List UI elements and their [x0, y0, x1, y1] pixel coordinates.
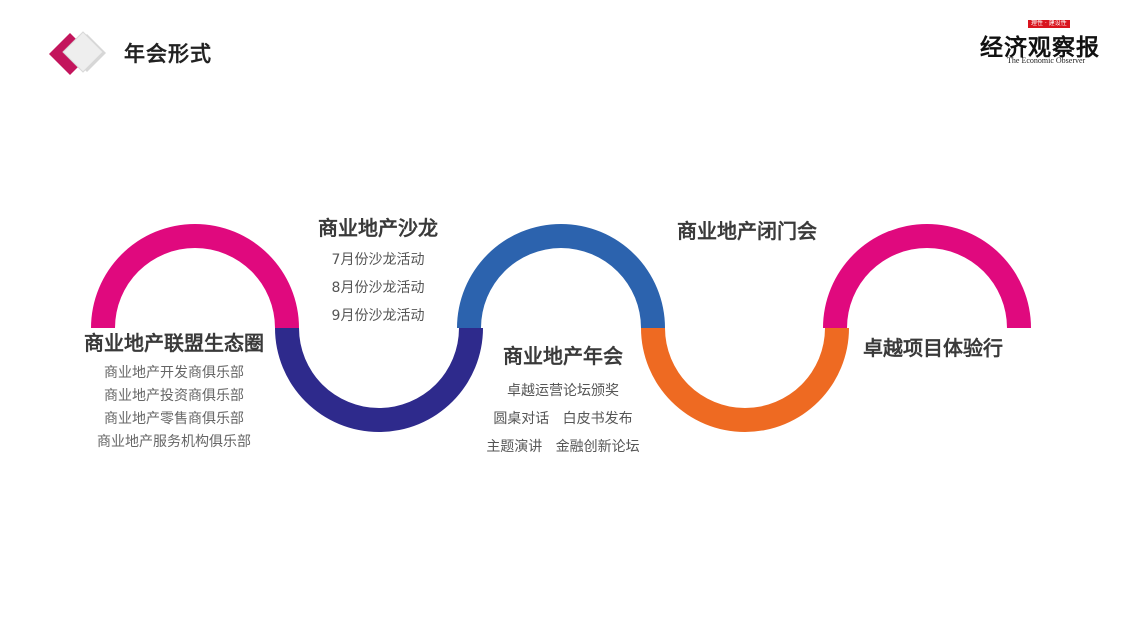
stage-title: 商业地产联盟生态圈 [84, 331, 264, 355]
stage-item: 7月份沙龙活动 [331, 252, 425, 268]
stage-title: 卓越项目体验行 [863, 336, 1003, 360]
stage-closed-door: 商业地产闭门会 [660, 218, 834, 244]
wave-arc-magenta-1 [91, 224, 299, 328]
stage-project-tour: 卓越项目体验行 [846, 335, 1020, 361]
stage-item: 9月份沙龙活动 [331, 308, 425, 324]
stage-ecosystem: 商业地产联盟生态圈 商业地产开发商俱乐部 商业地产投资商俱乐部 商业地产零售商俱… [62, 330, 286, 454]
stage-item: 圆桌对话 白皮书发布 [493, 411, 633, 427]
wave-arc-orange [641, 328, 849, 432]
stage-item: 卓越运营论坛颁奖 [507, 383, 619, 399]
stage-salon: 商业地产沙龙 7月份沙龙活动 8月份沙龙活动 9月份沙龙活动 [298, 215, 458, 330]
stage-item: 8月份沙龙活动 [331, 280, 425, 296]
stage-annual-meeting: 商业地产年会 卓越运营论坛颁奖 圆桌对话 白皮书发布 主题演讲 金融创新论坛 [472, 343, 654, 461]
economic-observer-logo: 理性 · 建设性 经济观察报 The Economic Observer [980, 20, 1105, 68]
stage-title: 商业地产沙龙 [318, 216, 438, 240]
stage-item: 主题演讲 金融创新论坛 [486, 439, 640, 455]
wave-arc-magenta-2 [823, 224, 1031, 328]
stage-item: 商业地产服务机构俱乐部 [97, 434, 251, 450]
stage-title: 商业地产闭门会 [677, 219, 817, 243]
logo-badge: 理性 · 建设性 [1028, 20, 1070, 28]
stage-item: 商业地产投资商俱乐部 [104, 388, 244, 404]
logo-subtitle: The Economic Observer [1007, 56, 1086, 65]
wave-arc-blue [457, 224, 665, 328]
page-title: 年会形式 [124, 42, 212, 66]
logo-name: 经济观察报 [980, 34, 1100, 61]
wave-arc-navy [275, 328, 483, 432]
stage-title: 商业地产年会 [503, 344, 623, 368]
stage-item: 商业地产零售商俱乐部 [104, 411, 244, 427]
stage-item: 商业地产开发商俱乐部 [104, 365, 244, 381]
diamond-logo-icon [49, 31, 106, 75]
